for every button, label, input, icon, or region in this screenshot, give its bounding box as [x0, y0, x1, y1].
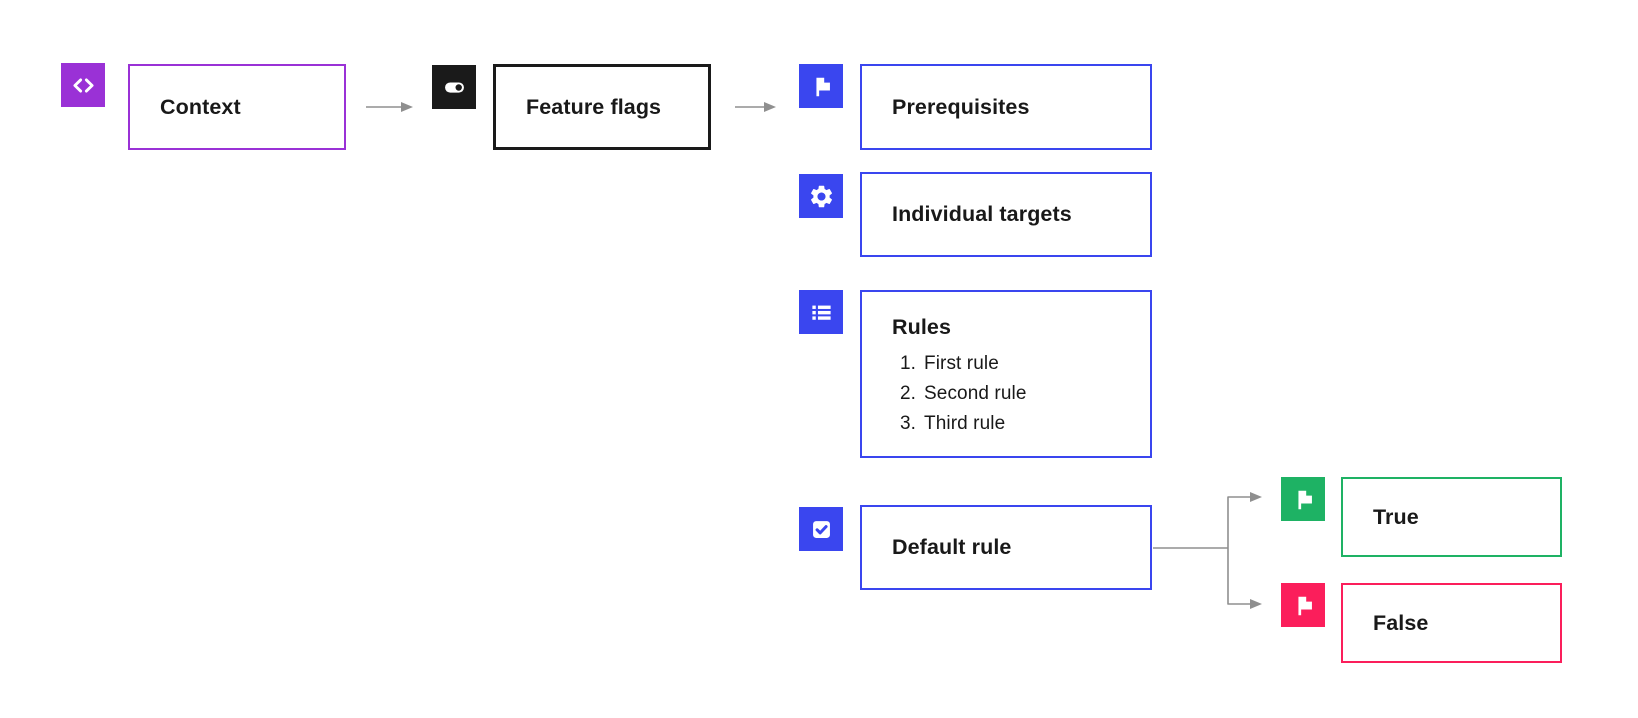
rules-list-item: 3. Third rule [892, 409, 1027, 439]
node-individual-targets-label: Individual targets [892, 202, 1072, 226]
rules-item-number: 2. [899, 383, 916, 404]
node-false: False [1341, 583, 1562, 663]
arrowhead-2 [764, 102, 776, 112]
rules-list: 1. First rule 2. Second rule 3. Third ru… [892, 349, 1027, 439]
rules-item-text: Second rule [924, 383, 1027, 404]
node-default-rule: Default rule [860, 505, 1152, 590]
arrowhead-true [1250, 492, 1262, 502]
rules-item-number: 3. [899, 413, 916, 434]
connector-defaultrule-branches [1227, 496, 1252, 605]
node-prerequisites: Prerequisites [860, 64, 1152, 150]
arrowhead-false [1250, 599, 1262, 609]
node-rules-label: Rules [892, 315, 952, 339]
rules-list-item: 1. First rule [892, 349, 1027, 379]
node-feature-flags: Feature flags [493, 64, 711, 150]
node-false-label: False [1373, 610, 1429, 635]
node-feature-flags-label: Feature flags [526, 94, 662, 119]
gear-icon [799, 174, 843, 218]
list-icon [799, 290, 843, 334]
flag-icon [1281, 583, 1325, 627]
rules-item-text: Third rule [924, 413, 1006, 434]
node-context: Context [128, 64, 346, 150]
node-true-label: True [1373, 504, 1419, 529]
node-context-label: Context [160, 94, 241, 119]
rules-list-item: 2. Second rule [892, 379, 1027, 409]
checkbox-icon [799, 507, 843, 551]
toggle-icon [432, 65, 476, 109]
arrowhead-1 [401, 102, 413, 112]
flag-icon [799, 64, 843, 108]
rules-item-text: First rule [924, 353, 999, 374]
node-prerequisites-label: Prerequisites [892, 94, 1030, 119]
code-icon [61, 63, 105, 107]
node-rules: Rules 1. First rule 2. Second rule 3. Th… [860, 290, 1152, 458]
node-true: True [1341, 477, 1562, 557]
node-default-rule-label: Default rule [892, 535, 1012, 559]
flag-icon [1281, 477, 1325, 521]
rules-item-number: 1. [899, 353, 916, 374]
node-individual-targets: Individual targets [860, 172, 1152, 257]
